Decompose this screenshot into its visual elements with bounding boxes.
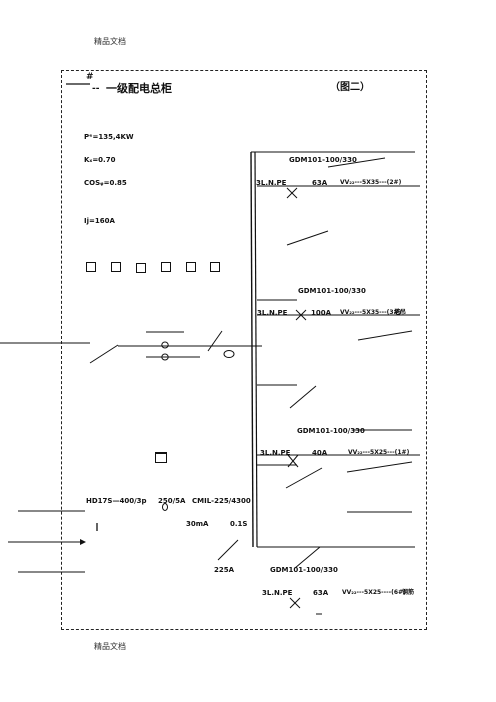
branch4-system: 3L.N.PE bbox=[262, 589, 293, 597]
param-kx: Kₓ=0.70 bbox=[84, 156, 116, 164]
branch1-model: GDM101-100/330 bbox=[289, 156, 357, 164]
ct-label: 250/5A bbox=[158, 497, 186, 505]
contact-circle-1 bbox=[161, 341, 169, 349]
param-pe: Pᵉ=135,4KW bbox=[84, 133, 134, 141]
module-square-3 bbox=[136, 263, 146, 273]
module-square-4 bbox=[161, 262, 171, 272]
branch1-switch bbox=[286, 230, 329, 246]
branch4-model: GDM101-100/330 bbox=[270, 566, 338, 574]
branch2-model: GDM101-100/330 bbox=[298, 287, 366, 295]
branch3-model: GDM101-100/330 bbox=[297, 427, 365, 435]
branch1-rating: 63A bbox=[312, 179, 328, 187]
param-ij: Ij=160A bbox=[84, 217, 115, 225]
branch3-cable: VV₂₂---5X25---(1#) bbox=[348, 449, 410, 456]
branch2-note: 塔吊 bbox=[394, 309, 407, 316]
title-hash: # bbox=[86, 72, 94, 82]
module-square-2 bbox=[111, 262, 121, 272]
leak-current-label: 30mA bbox=[186, 520, 209, 528]
rcd-circle bbox=[162, 503, 168, 511]
title-dashes: -- bbox=[92, 84, 100, 94]
branch1-system: 3L.N.PE bbox=[256, 179, 287, 187]
page-footer: 精品文档 bbox=[94, 642, 126, 651]
main-busbar-2 bbox=[254, 151, 258, 548]
module-square-1 bbox=[86, 262, 96, 272]
param-cos: COSᵩ=0.85 bbox=[84, 179, 127, 187]
breaker-label: HD17S—400/3p bbox=[86, 497, 147, 505]
branch1-cross-b bbox=[286, 187, 298, 199]
branch4-cross-b bbox=[289, 597, 301, 609]
breaker-switch bbox=[207, 330, 223, 352]
title-main: 一级配电总柜 bbox=[106, 82, 172, 95]
branch4-switch bbox=[294, 546, 321, 569]
incoming-arrow-head bbox=[80, 539, 86, 545]
branch2-switch bbox=[289, 385, 317, 409]
branch2-rating: 100A bbox=[311, 309, 332, 317]
ct-circle bbox=[223, 350, 235, 358]
meter-box bbox=[155, 452, 167, 463]
page-header: 精品文档 bbox=[94, 37, 126, 46]
branch2-cable: VV₂₂---5X35---(3#) bbox=[340, 309, 402, 316]
branch4-cable: VV₂₂---5X25----(6#) bbox=[342, 589, 406, 596]
trip-time-label: 0.1S bbox=[230, 520, 248, 528]
figure-label: （图二） bbox=[330, 82, 370, 93]
branch3-diag bbox=[346, 461, 413, 473]
module-square-6 bbox=[210, 262, 220, 272]
branch3-switch bbox=[285, 467, 323, 489]
main-busbar bbox=[250, 151, 254, 548]
contact-circle-2 bbox=[161, 353, 169, 361]
branch1-cable: VV₂₂---5X35---(2#) bbox=[340, 179, 402, 186]
branch1-diag bbox=[327, 157, 386, 168]
incoming-switch bbox=[89, 344, 119, 364]
diagram-frame bbox=[61, 70, 427, 630]
branch4-rating: 63A bbox=[313, 589, 329, 597]
main-rating-label: 225A bbox=[214, 566, 235, 574]
main-switch bbox=[217, 539, 239, 561]
branch2-cross-b bbox=[295, 309, 307, 321]
rcd-label: CMIL-225/4300 bbox=[192, 497, 251, 505]
branch2-system: 3L.N.PE bbox=[257, 309, 288, 317]
branch2-diag bbox=[357, 330, 413, 341]
branch4-note: 钢筋 bbox=[402, 589, 415, 596]
module-square-5 bbox=[186, 262, 196, 272]
branch3-system: 3L.N.PE bbox=[260, 449, 291, 457]
branch3-rating: 40A bbox=[312, 449, 328, 457]
